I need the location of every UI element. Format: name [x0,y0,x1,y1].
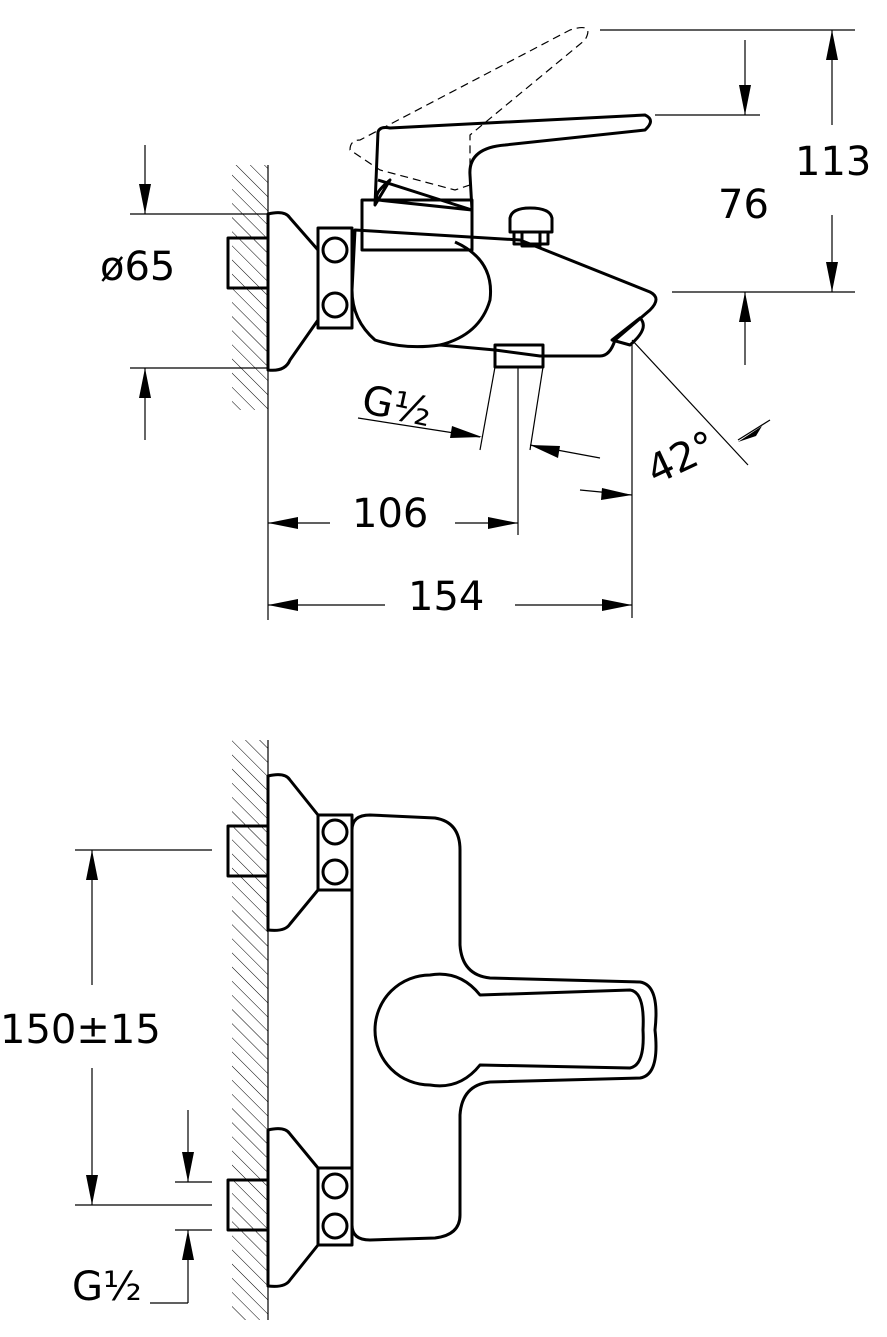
front-view: 150±15 G½ [0,740,658,1320]
dim-total-height: 113 [795,139,871,185]
escutcheon [266,211,320,372]
mixer-body [350,228,658,358]
lever-handle-front [373,972,645,1088]
diverter-knob [508,206,554,248]
bath-outlet [493,343,545,369]
dim-inlet-thread-front: G½ [72,1264,142,1310]
nut [316,226,354,330]
side-view: 113 76 ø65 G½ 106 154 [100,27,871,620]
lever-handle-raised [349,27,589,191]
dim-escutcheon-diameter: ø65 [100,244,175,290]
aerator [610,316,645,347]
dim-inlet-thread-side: G½ [358,377,436,436]
dim-spout-height: 76 [718,182,769,228]
dim-diverter-offset: 106 [352,491,428,537]
dim-inlet-centers: 150±15 [0,1007,161,1053]
dim-projection: 154 [408,574,484,620]
mixer-body-front [350,813,658,1242]
upper-inlet [226,773,354,932]
cartridge-housing [360,198,474,252]
lever-handle [373,113,652,212]
dim-spout-angle: 42° [640,422,724,494]
wall-hatch [232,740,268,1320]
